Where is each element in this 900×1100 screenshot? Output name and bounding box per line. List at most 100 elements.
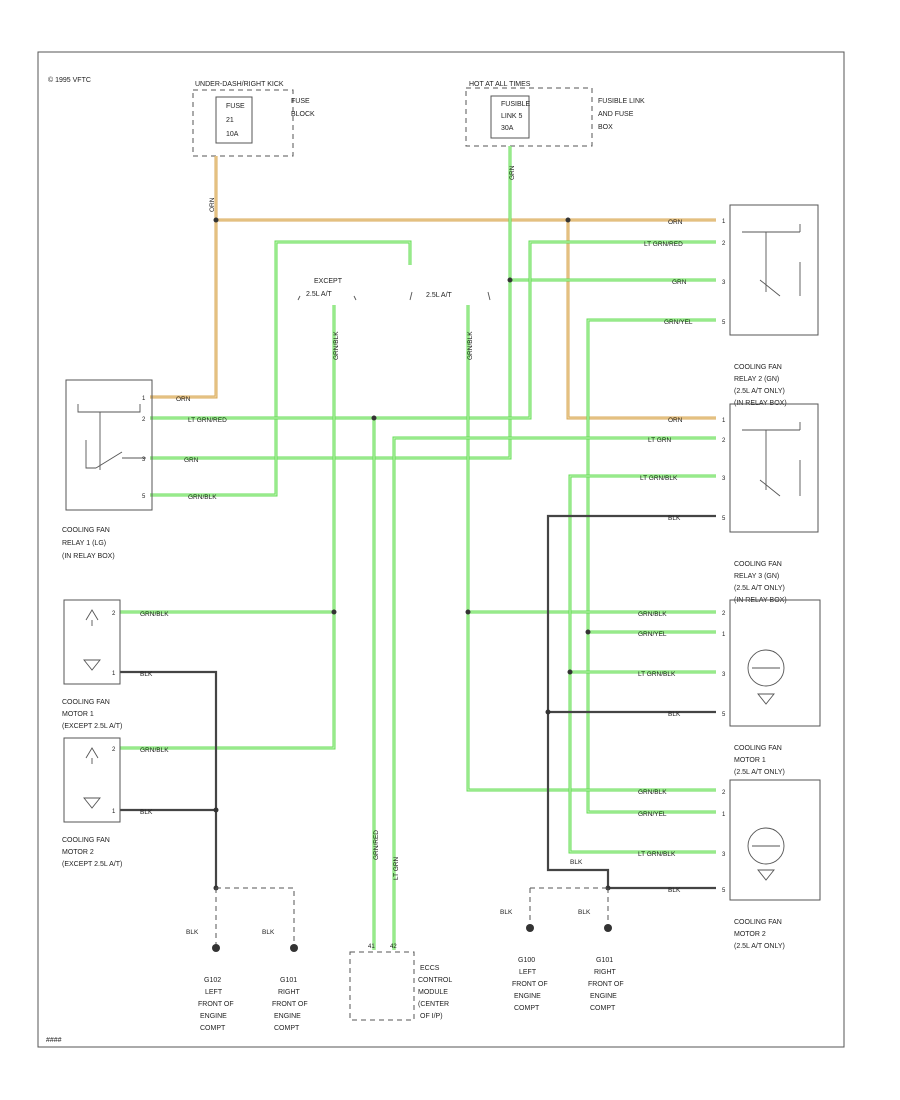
svg-text:RELAY 3 (GN): RELAY 3 (GN)	[734, 573, 779, 580]
svg-text:ENGINE: ENGINE	[514, 993, 541, 1000]
svg-text:(EXCEPT 2.5L A/T): (EXCEPT 2.5L A/T)	[62, 861, 122, 868]
svg-text:MOTOR 2: MOTOR 2	[62, 849, 94, 856]
svg-text:ORN: ORN	[668, 219, 683, 226]
svg-text:2: 2	[722, 790, 726, 796]
svg-text:GRN/BLK: GRN/BLK	[188, 494, 217, 501]
svg-text:BLK: BLK	[578, 909, 591, 916]
svg-text:5: 5	[142, 494, 146, 500]
svg-text:EXCEPT: EXCEPT	[314, 278, 343, 285]
svg-text:LT GRN/BLK: LT GRN/BLK	[638, 851, 676, 858]
svg-text:RIGHT: RIGHT	[278, 989, 301, 996]
svg-text:1: 1	[722, 418, 726, 424]
svg-text:3: 3	[722, 852, 726, 858]
black-wires	[120, 514, 716, 890]
svg-text:FUSE: FUSE	[226, 103, 245, 110]
svg-text:2.5L A/T: 2.5L A/T	[426, 292, 453, 299]
diagram-frame	[37, 51, 845, 1048]
svg-text:COMPT: COMPT	[200, 1025, 226, 1032]
wire-labels: LT GRN/RED GRN GRN/YEL LT GRN/RED GRN GR…	[140, 165, 693, 894]
svg-text:G100: G100	[518, 957, 535, 964]
svg-text:G101: G101	[596, 957, 613, 964]
cooling-fan-relay-3: 1 2 3 5 COOLING FAN RELAY 3 (GN) (2.5L A…	[722, 403, 819, 604]
svg-text:3: 3	[722, 672, 726, 678]
svg-text:MODULE: MODULE	[418, 989, 448, 996]
svg-text:MOTOR 1: MOTOR 1	[62, 711, 94, 718]
branch-labels: EXCEPT 2.5L A/T 2.5L A/T	[297, 278, 491, 301]
svg-text:AND FUSE: AND FUSE	[598, 111, 634, 118]
svg-text:LEFT: LEFT	[205, 989, 223, 996]
svg-text:GRN: GRN	[184, 457, 199, 464]
svg-text:MOTOR 2: MOTOR 2	[734, 931, 766, 938]
svg-text:1: 1	[112, 671, 116, 677]
svg-text:41: 41	[368, 944, 375, 950]
svg-text:BLK: BLK	[570, 859, 583, 866]
svg-text:BLOCK: BLOCK	[291, 111, 315, 118]
svg-text:GRN: GRN	[509, 165, 516, 180]
svg-text:42: 42	[390, 944, 397, 950]
svg-text:FUSIBLE LINK: FUSIBLE LINK	[598, 98, 645, 105]
svg-text:3: 3	[142, 457, 146, 463]
svg-text:MOTOR 1: MOTOR 1	[734, 757, 766, 764]
cooling-fan-relay-1: 1 2 3 5 COOLING FAN RELAY 1 (LG) (IN REL…	[62, 379, 153, 560]
ground-connections: BLK BLK BLK BLK	[186, 887, 612, 952]
svg-text:30A: 30A	[501, 125, 514, 132]
svg-text:5: 5	[722, 888, 726, 894]
svg-text:UNDER-DASH/RIGHT KICK: UNDER-DASH/RIGHT KICK	[195, 81, 284, 88]
svg-text:COOLING FAN: COOLING FAN	[62, 699, 110, 706]
svg-text:ENGINE: ENGINE	[200, 1013, 227, 1020]
svg-text:ORN: ORN	[176, 396, 191, 403]
svg-text:2: 2	[722, 438, 726, 444]
svg-text:ENGINE: ENGINE	[590, 993, 617, 1000]
cooling-fan-motor-1-left: 2 1 COOLING FAN MOTOR 1 (EXCEPT 2.5L A/T…	[62, 599, 122, 730]
svg-text:GRN/YEL: GRN/YEL	[664, 319, 693, 326]
svg-text:BLK: BLK	[668, 887, 681, 894]
svg-text:COMPT: COMPT	[514, 1005, 540, 1012]
svg-text:GRN/YEL: GRN/YEL	[638, 811, 667, 818]
svg-text:1: 1	[142, 396, 146, 402]
svg-text:21: 21	[226, 117, 234, 124]
cooling-fan-relay-2: 1 2 3 5 COOLING FAN RELAY 2 (GN) (2.5L A…	[722, 204, 819, 407]
footer-code: ####	[46, 1037, 62, 1044]
svg-text:COOLING FAN: COOLING FAN	[62, 837, 110, 844]
svg-text:LT GRN/BLK: LT GRN/BLK	[640, 475, 678, 482]
svg-text:1: 1	[722, 632, 726, 638]
eccs-control-module: 41 42 ECCS CONTROL MODULE (CENTER OF I/P…	[349, 944, 452, 1021]
svg-text:3: 3	[722, 280, 726, 286]
svg-text:2: 2	[112, 611, 116, 617]
cooling-fan-motor-1-right: 2 1 3 5 COOLING FAN MOTOR 1 (2.5L A/T ON…	[722, 599, 821, 776]
svg-text:FRONT OF: FRONT OF	[512, 981, 548, 988]
svg-text:OF I/P): OF I/P)	[420, 1013, 443, 1020]
svg-text:RIGHT: RIGHT	[594, 969, 617, 976]
svg-text:G101: G101	[280, 977, 297, 984]
svg-text:10A: 10A	[226, 131, 239, 138]
svg-text:GRN/RED: GRN/RED	[373, 830, 380, 860]
svg-text:COOLING FAN: COOLING FAN	[734, 561, 782, 568]
ground-g101: G101 RIGHT FRONT OF ENGINE COMPT	[272, 977, 308, 1032]
svg-text:CONTROL: CONTROL	[418, 977, 452, 984]
svg-text:(2.5L A/T ONLY): (2.5L A/T ONLY)	[734, 585, 785, 592]
svg-text:1: 1	[112, 809, 116, 815]
svg-text:LT GRN: LT GRN	[648, 437, 672, 444]
svg-text:(CENTER: (CENTER	[418, 1001, 449, 1008]
green-wires	[120, 146, 716, 950]
cooling-fan-motor-2-left: 2 1 COOLING FAN MOTOR 2 (EXCEPT 2.5L A/T…	[62, 737, 122, 868]
svg-text:LT GRN/RED: LT GRN/RED	[188, 417, 227, 424]
splice-dots	[213, 217, 611, 891]
ground-g101-right: G101 RIGHT FRONT OF ENGINE COMPT	[588, 957, 624, 1012]
svg-text:LT GRN/RED: LT GRN/RED	[644, 241, 683, 248]
svg-text:1: 1	[722, 812, 726, 818]
svg-text:COOLING FAN: COOLING FAN	[734, 364, 782, 371]
svg-text:2: 2	[112, 747, 116, 753]
svg-text:LT GRN: LT GRN	[393, 856, 400, 880]
svg-text:GRN/YEL: GRN/YEL	[638, 631, 667, 638]
svg-text:LEFT: LEFT	[519, 969, 537, 976]
svg-text:COMPT: COMPT	[590, 1005, 616, 1012]
svg-text:LINK 5: LINK 5	[501, 113, 523, 120]
orange-wires	[150, 156, 716, 420]
svg-text:2.5L A/T: 2.5L A/T	[306, 291, 333, 298]
svg-text:GRN/BLK: GRN/BLK	[140, 747, 169, 754]
svg-text:GRN/BLK: GRN/BLK	[140, 611, 169, 618]
svg-text:(IN RELAY BOX): (IN RELAY BOX)	[62, 553, 115, 560]
svg-text:GRN/BLK: GRN/BLK	[638, 789, 667, 796]
